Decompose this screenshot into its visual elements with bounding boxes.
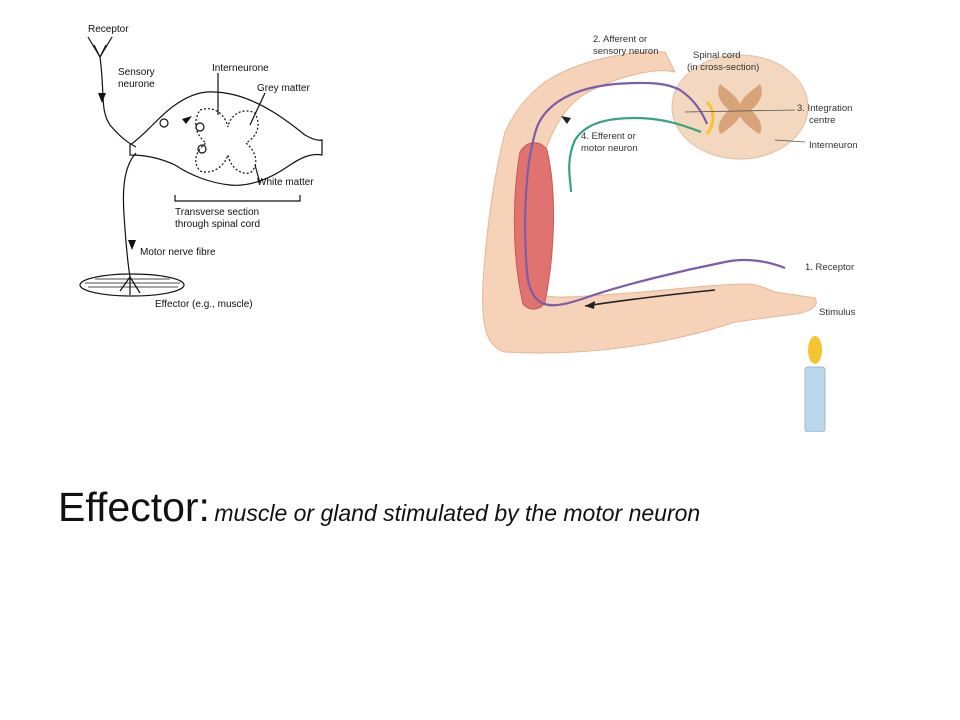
label-integration-1: 3. Integration xyxy=(797,103,852,114)
arm-reflex-svg: 2. Afferent or sensory neuron Spinal cor… xyxy=(482,34,858,433)
integration-highlight xyxy=(705,100,715,135)
label-stimulus: Stimulus xyxy=(819,307,856,318)
arrows xyxy=(98,93,192,250)
label-sensory-1: Sensory xyxy=(118,67,155,78)
arm-shape xyxy=(482,51,817,354)
slide-caption: Effector: muscle or gland stimulated by … xyxy=(58,484,700,531)
label-transverse-1: Transverse section xyxy=(175,207,259,218)
motor-output-line xyxy=(584,289,716,307)
reflex-arc-line-svg: Receptor Sensory neurone Interneurone Gr… xyxy=(79,24,323,310)
label-effector: Effector (e.g., muscle) xyxy=(155,299,253,310)
reflex-arc-arm-illustration: 2. Afferent or sensory neuron Spinal cor… xyxy=(475,22,895,433)
reflex-arc-line-diagram: Receptor Sensory neurone Interneurone Gr… xyxy=(50,15,350,315)
leader-lines xyxy=(684,109,806,143)
label-afferent-1: 2. Afferent or xyxy=(593,34,647,45)
sensory-neuron-path xyxy=(524,81,786,307)
motor-neuron-path xyxy=(568,116,702,193)
biceps-muscle xyxy=(513,142,555,310)
receptor-branches xyxy=(87,36,113,59)
candle xyxy=(804,366,826,433)
spinal-cord-outline xyxy=(129,91,323,186)
label-grey-matter: Grey matter xyxy=(257,83,310,94)
label-efferent-1: 4. Efferent or xyxy=(581,131,636,142)
motor-output-arrowhead xyxy=(585,301,595,309)
label-spinal-1: Spinal cord xyxy=(693,50,741,61)
label-receptor: Receptor xyxy=(88,24,129,35)
label-interneuron: Interneuron xyxy=(809,140,858,151)
effector-muscle xyxy=(79,273,185,297)
label-motor-nerve: Motor nerve fibre xyxy=(140,247,216,258)
label-white-matter: White matter xyxy=(257,177,314,188)
label-efferent-2: motor neuron xyxy=(581,143,638,154)
ganglion-node xyxy=(159,118,169,128)
sensory-fibre xyxy=(99,56,137,148)
label-afferent-2: sensory neuron xyxy=(593,46,658,57)
grey-matter xyxy=(718,84,762,134)
label-receptor-1: 1. Receptor xyxy=(805,262,854,273)
label-sensory-2: neurone xyxy=(118,79,155,90)
label-transverse-2: through spinal cord xyxy=(175,219,260,230)
line-art xyxy=(79,36,323,297)
motor-fibre xyxy=(122,152,137,278)
caption-term: Effector: xyxy=(58,484,210,530)
sensory-arrowhead xyxy=(561,116,571,124)
grey-matter-shape xyxy=(195,108,259,174)
label-interneurone: Interneurone xyxy=(212,63,269,74)
label-spinal-2: (in cross-section) xyxy=(687,62,759,73)
caption-definition: muscle or gland stimulated by the motor … xyxy=(214,500,701,526)
candle-flame-icon xyxy=(808,336,822,364)
label-integration-2: centre xyxy=(809,115,835,126)
motor-end-plates xyxy=(119,276,141,295)
section-bracket xyxy=(174,195,301,202)
